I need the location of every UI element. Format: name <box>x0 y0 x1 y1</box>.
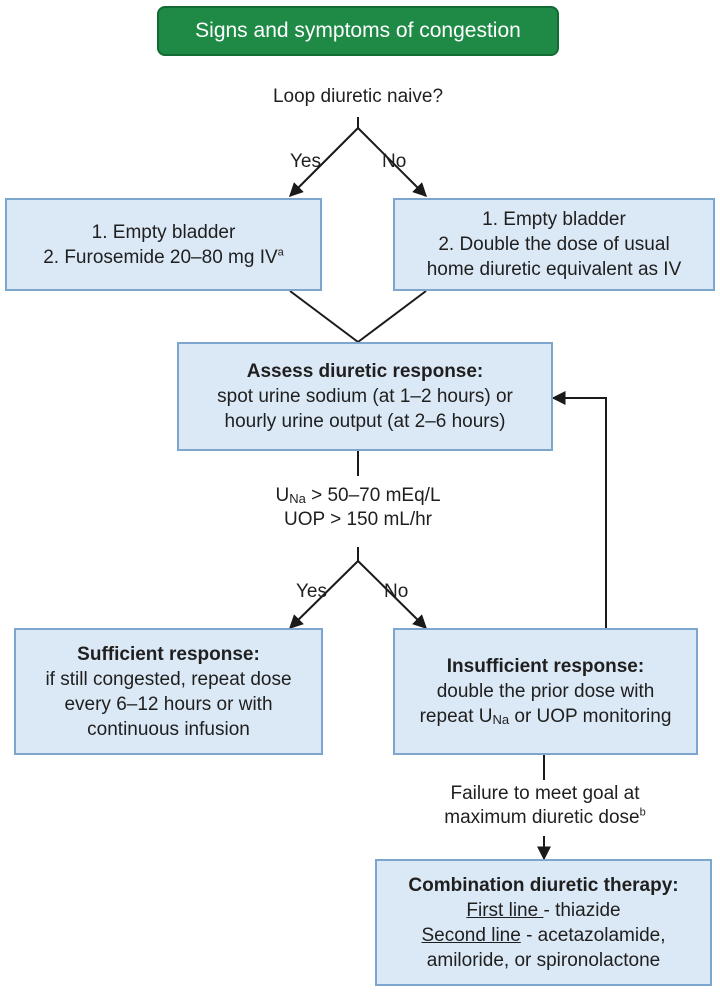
assess-box-title: Assess diuretic response: <box>246 361 484 382</box>
no-box-line2: 2. Double the dose of usual <box>438 234 670 255</box>
decision2-condition-2: UOP > 150 mL/hr <box>283 509 433 530</box>
loop-naive-yes-box: 1. Empty bladder 2. Furosemide 20–80 mg … <box>5 198 322 291</box>
no-box-line1: 1. Empty bladder <box>482 209 626 230</box>
sufficient-box-line2: every 6–12 hours or with <box>64 693 273 715</box>
sufficient-response-box: Sufficient response: if still congested,… <box>14 628 323 755</box>
decision1-question: Loop diuretic naive? <box>272 86 444 107</box>
start-node: Signs and symptoms of congestion <box>157 6 559 56</box>
decision1-yes-label: Yes <box>290 151 321 172</box>
assess-box-line1: spot urine sodium (at 1–2 hours) or <box>217 386 513 407</box>
combination-box-title: Combination diuretic therapy: <box>408 874 679 896</box>
combination-first-line: First line - thiazide <box>466 899 621 921</box>
combination-second-line: Second line - acetazolamide, <box>421 924 666 946</box>
decision2-condition-1: UNa > 50–70 mEq/L <box>275 485 441 506</box>
assess-box-line2: hourly urine output (at 2–6 hours) <box>224 411 506 432</box>
yes-box-line1: 1. Empty bladder <box>91 221 236 243</box>
arrow-loop-back <box>551 391 607 628</box>
sufficient-box-title: Sufficient response: <box>77 643 260 665</box>
failure-condition-label: Failure to meet goal at maximum diuretic… <box>444 783 646 828</box>
loop-naive-no-box: 1. Empty bladder 2. Double the dose of u… <box>393 198 715 291</box>
arrow-no-2 <box>357 560 427 629</box>
connector-merge-left <box>289 290 359 343</box>
sufficient-box-line3: continuous infusion <box>87 718 250 740</box>
decision2-yes-label: Yes <box>296 581 327 602</box>
footnote-a: a <box>277 246 284 259</box>
yes-box-line2: 2. Furosemide 20–80 mg IVa <box>43 246 284 268</box>
insufficient-box-line2: repeat UNa or UOP monitoring <box>419 706 672 727</box>
start-node-label: Signs and symptoms of congestion <box>195 19 521 42</box>
arrow-yes-2 <box>289 560 359 629</box>
decision2-no-label: No <box>384 581 409 602</box>
combination-line3: amiloride, or spironolactone <box>426 949 661 971</box>
combination-therapy-box: Combination diuretic therapy: First line… <box>375 859 712 986</box>
arrow-no-1 <box>357 127 427 197</box>
assess-response-box: Assess diuretic response: spot urine sod… <box>177 342 553 451</box>
decision1-no-label: No <box>382 151 407 172</box>
footnote-b: b <box>639 806 646 819</box>
connector-merge-right <box>357 290 427 343</box>
sufficient-box-line1: if still congested, repeat dose <box>45 668 292 690</box>
insufficient-response-box: Insufficient response: double the prior … <box>393 628 698 755</box>
arrow-yes-1 <box>289 127 359 197</box>
insufficient-box-line1: double the prior dose with <box>436 681 655 702</box>
insufficient-box-title: Insufficient response: <box>446 656 645 677</box>
no-box-line3: home diuretic equivalent as IV <box>426 259 682 280</box>
